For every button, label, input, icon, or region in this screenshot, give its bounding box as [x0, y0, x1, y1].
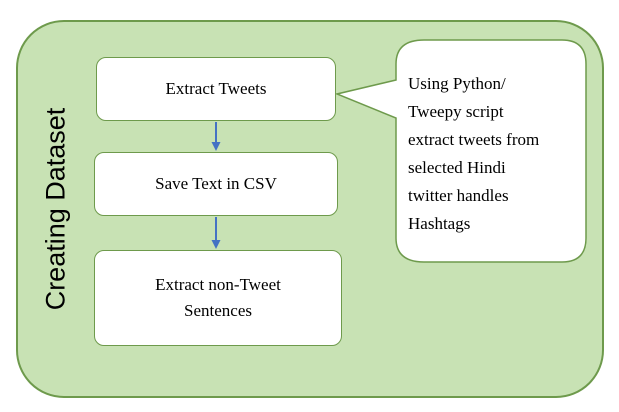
step-save-text-csv-label: Save Text in CSV [155, 174, 277, 193]
callout-line: twitter handles [408, 186, 509, 205]
callout-line: extract tweets from [408, 130, 540, 149]
step-extract-non-tweet-label: Extract non-Tweet Sentences [155, 275, 281, 320]
step-extract-tweets: Extract Tweets [96, 57, 336, 121]
callout-line: Hashtags [408, 214, 471, 233]
step-extract-tweets-label: Extract Tweets [165, 79, 267, 98]
callout-line: selected Hindi [408, 158, 506, 177]
step-extract-non-tweet: Extract non-Tweet Sentences [94, 250, 342, 346]
callout-line: Tweepy script [408, 102, 504, 121]
step-save-text-csv: Save Text in CSV [94, 152, 338, 216]
callout-text: Using Python/ Tweepy script extract twee… [408, 70, 578, 238]
callout-line: Using Python/ [408, 74, 506, 93]
callout-bubble [334, 39, 587, 263]
